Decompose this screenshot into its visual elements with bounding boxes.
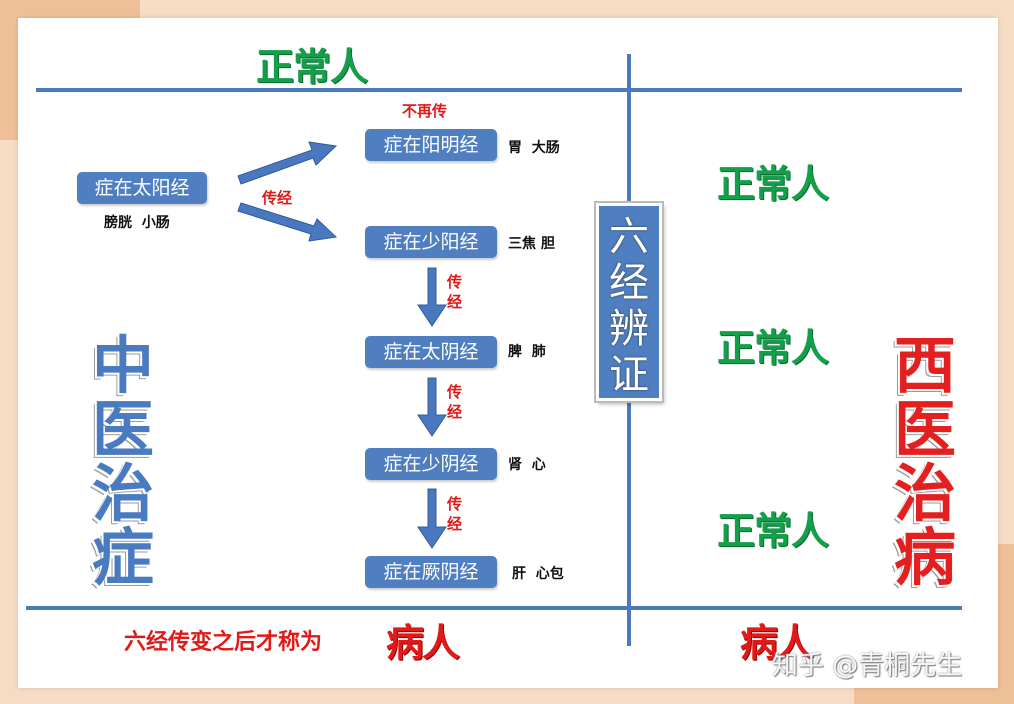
bottom-left-text: 六经传变之后才称为: [124, 630, 323, 655]
meridian-box-yangming: 症在阳明经: [365, 129, 497, 161]
top-divider: [36, 88, 962, 92]
diagram-panel: [18, 18, 998, 688]
arrow-down-right: [237, 202, 338, 242]
arrow-up-right: [237, 141, 338, 185]
meridian-box-jueyin: 症在厥阴经: [365, 556, 497, 588]
six-meridian-title: 六经辨证: [609, 214, 649, 398]
right-normal-label-2: 正常人: [717, 326, 829, 370]
six-meridian-diagnosis-box: 六经辨证: [596, 203, 662, 401]
right-normal-label-1: 正常人: [717, 162, 829, 206]
tcm-title: 中医治症: [91, 329, 154, 594]
transmit-down-label-2: 传经: [447, 383, 463, 421]
right-normal-label-3: 正常人: [717, 509, 829, 553]
arrow-down-1: [417, 267, 447, 327]
organs-shaoyin: 肾 心: [508, 457, 546, 473]
corner-decoration: [0, 0, 18, 140]
western-medicine-title: 西医治病: [893, 329, 956, 594]
organs-shaoyang: 三焦 胆: [508, 236, 555, 252]
watermark: 知乎 @青桐先生: [772, 651, 963, 681]
arrow-down-3: [417, 488, 447, 549]
corner-decoration: [0, 0, 140, 18]
transmit-down-label-1: 传经: [447, 273, 463, 311]
arrow-down-2: [417, 377, 447, 437]
organs-taiyang: 膀胱 小肠: [104, 215, 170, 231]
right-patient-label: 病人: [740, 621, 814, 665]
bottom-divider: [26, 606, 962, 610]
top-normal-label: 正常人: [256, 45, 368, 89]
corner-decoration: [854, 688, 1014, 704]
organs-taiyin: 脾 肺: [508, 344, 546, 360]
meridian-box-taiyang: 症在太阳经: [77, 172, 207, 204]
meridian-box-shaoyin: 症在少阴经: [365, 448, 497, 480]
transmit-down-label-3: 传经: [447, 495, 463, 533]
meridian-box-taiyin: 症在太阴经: [365, 336, 497, 368]
transmit-label: 传经: [262, 189, 293, 207]
meridian-box-shaoyang: 症在少阳经: [365, 226, 497, 258]
no-more-transmit-label: 不再传: [402, 102, 448, 120]
organs-jueyin: 肝 心包: [512, 566, 564, 582]
corner-decoration: [998, 544, 1014, 704]
patient-label: 病人: [386, 621, 460, 665]
organs-yangming: 胃 大肠: [508, 140, 560, 156]
